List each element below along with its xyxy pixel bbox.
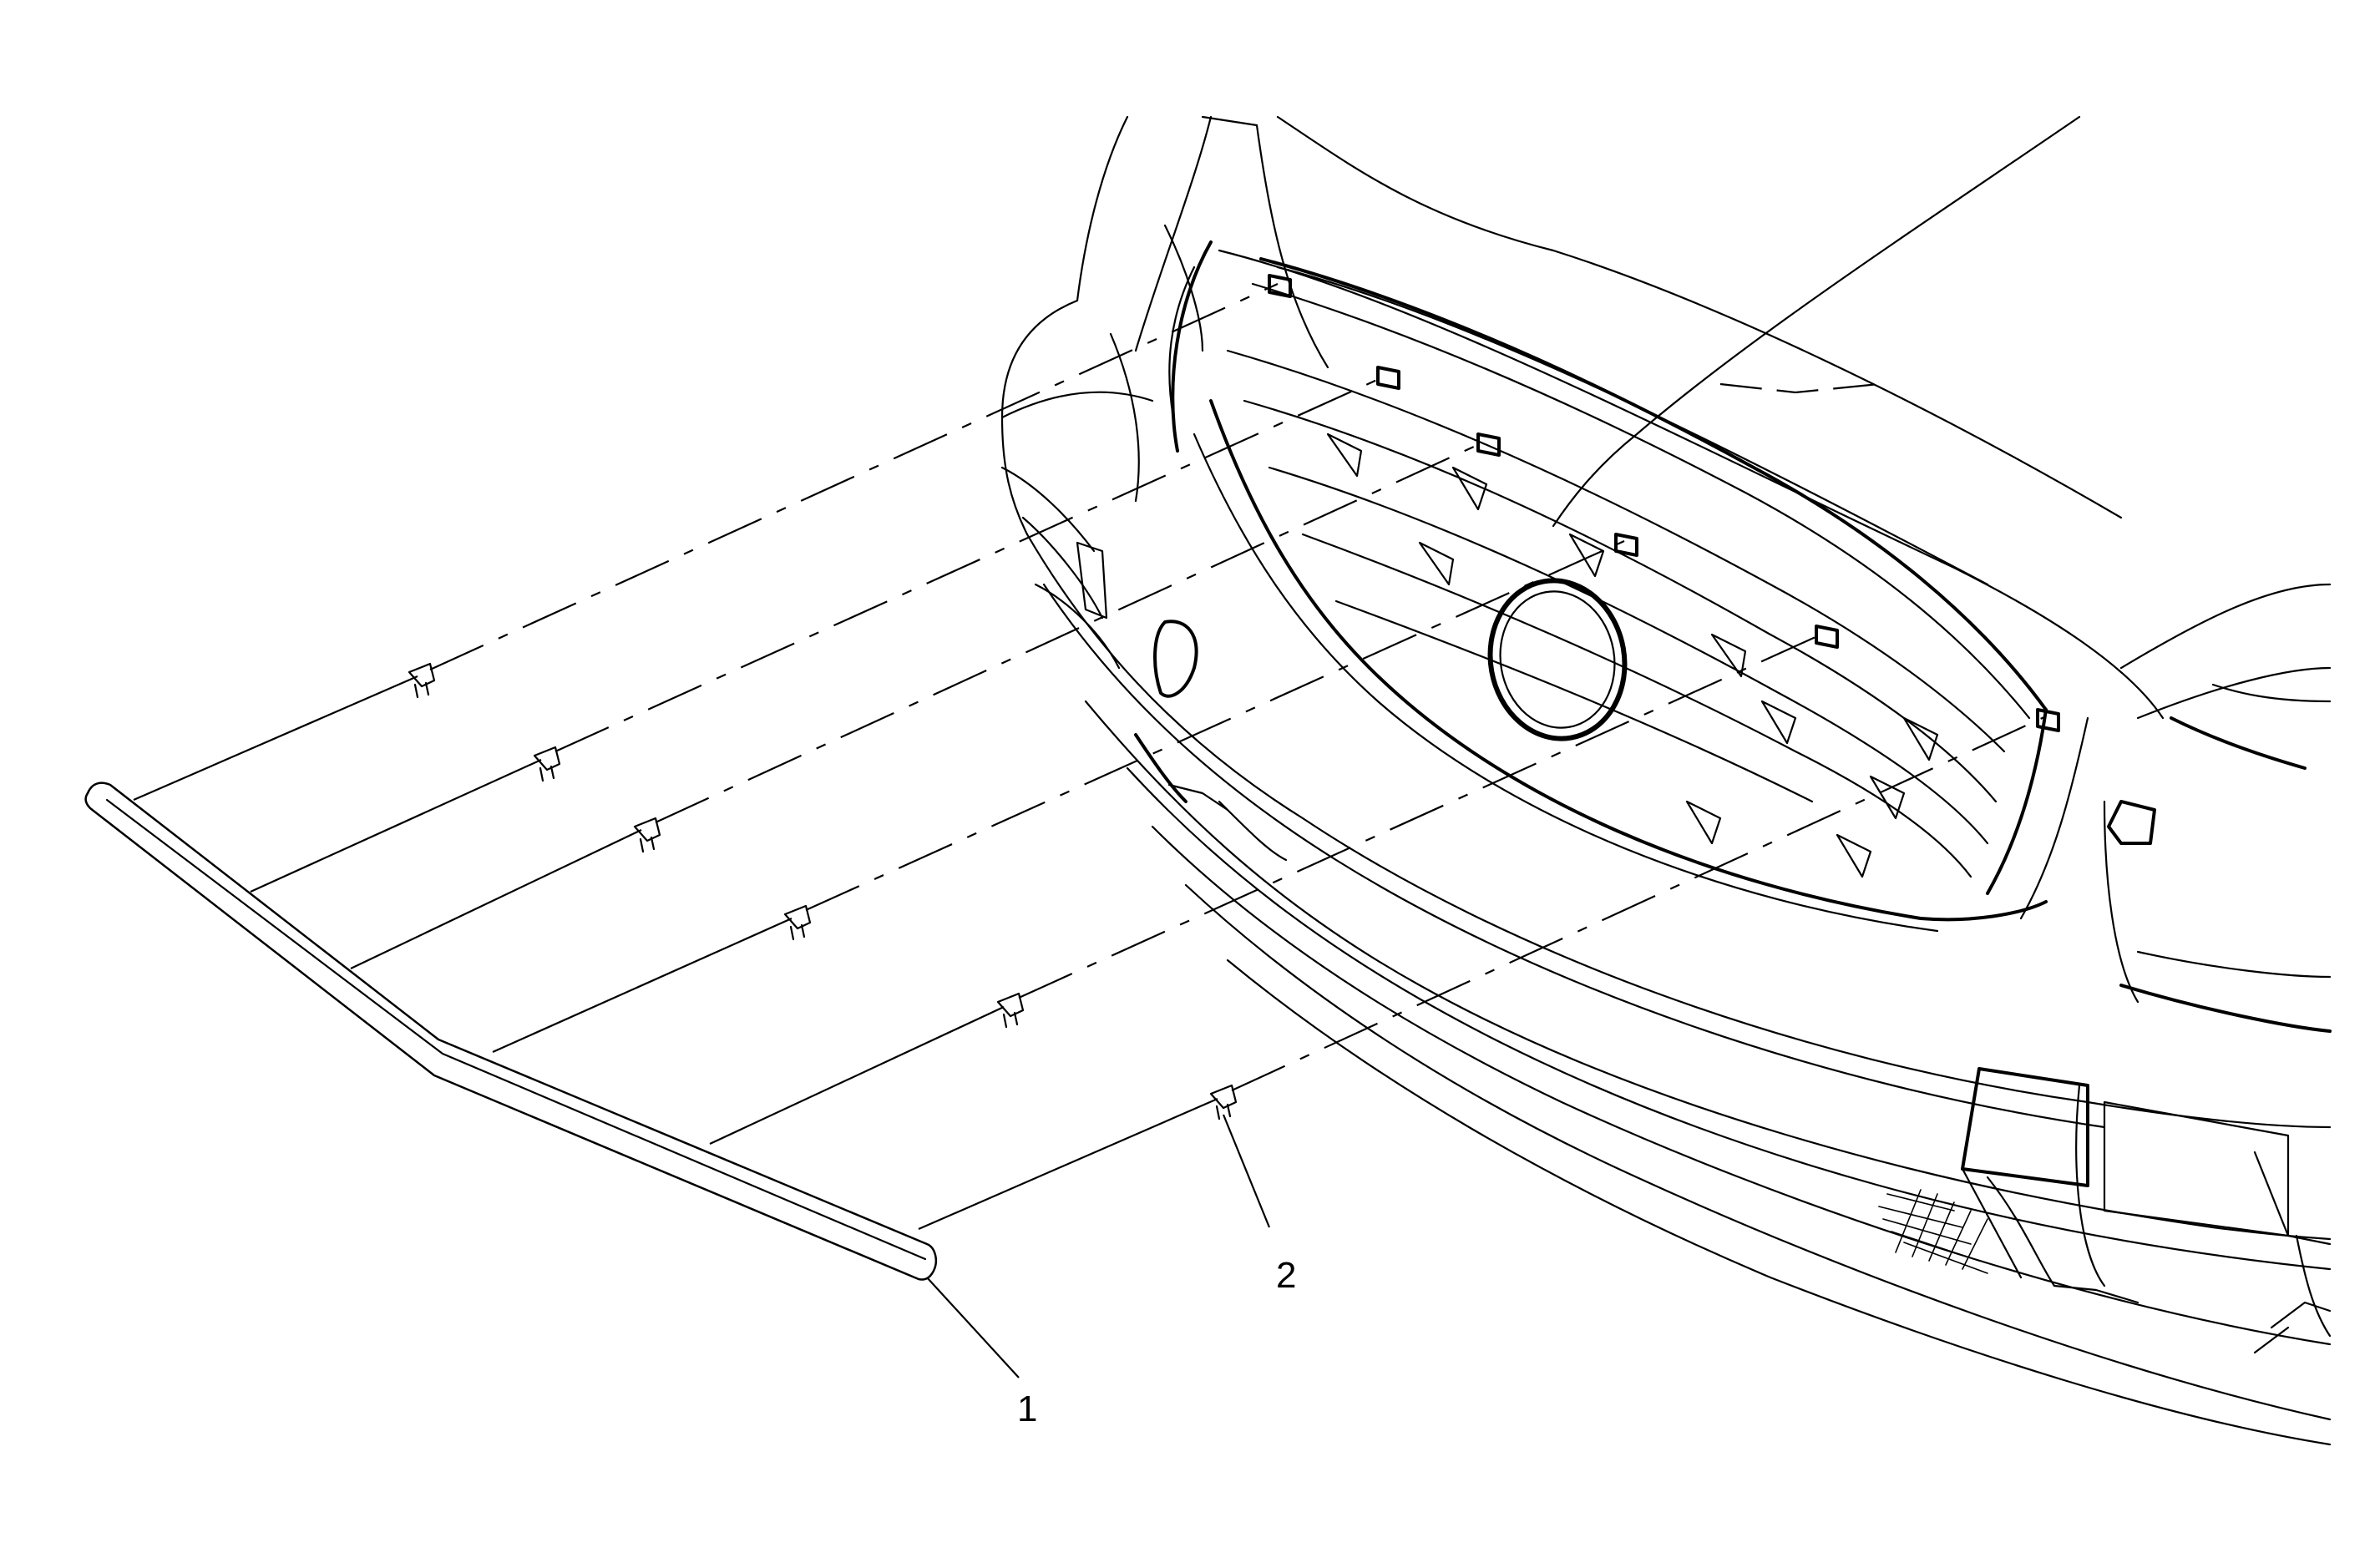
callout-2-leader [1222,1114,1271,1228]
vehicle-front-end [1000,115,2332,1446]
grille-molding-part-1 [84,782,937,1281]
callout-2-label: 2 [1276,1255,1296,1296]
retainer-clips [408,662,1238,1120]
alignment-lines [133,282,2047,1231]
callouts: 1 2 [926,1114,1296,1429]
callout-1-label: 1 [1017,1389,1037,1429]
callout-1-leader [926,1277,1020,1378]
